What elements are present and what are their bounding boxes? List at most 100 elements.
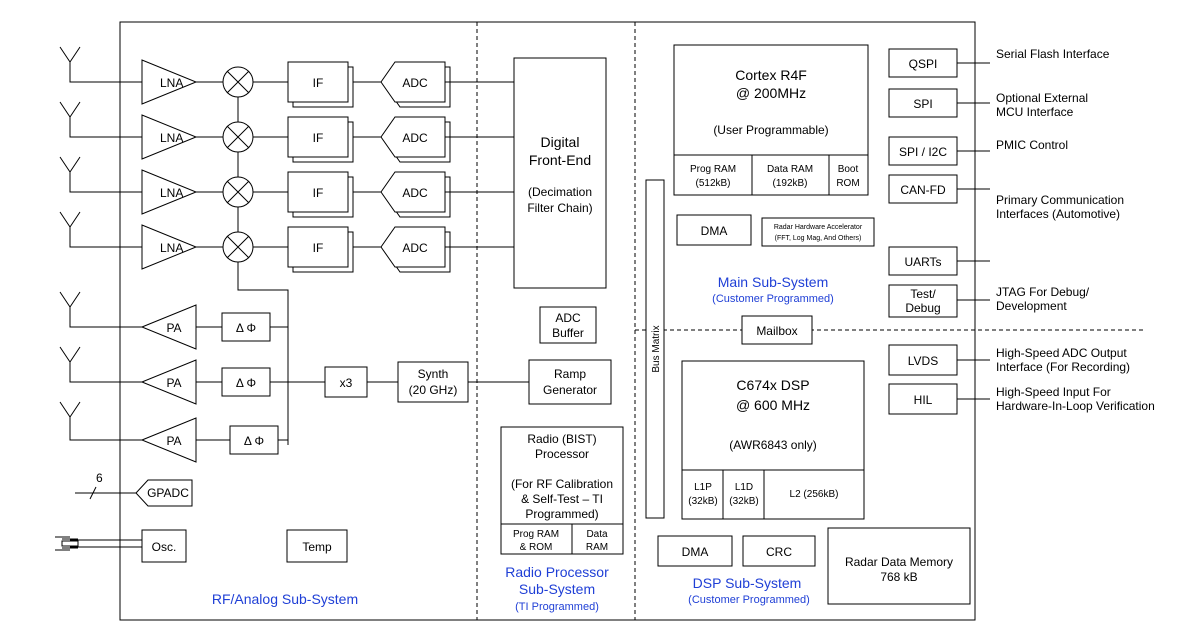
crc: CRC (742, 535, 816, 567)
dsp-l2: L2 (256kB) (790, 489, 839, 500)
test-debug-label: Debug (905, 301, 940, 315)
if-block-2: IF (287, 116, 354, 163)
dsp-subsystem-label: DSP Sub-System (693, 575, 802, 591)
adc-4: ADC (380, 226, 451, 273)
cortex-boot-rom: ROM (836, 178, 859, 189)
if-label: IF (313, 131, 324, 145)
digital-front-end: Digital Front-End (Decimation Filter Cha… (513, 57, 607, 289)
tx-antenna-2 (59, 346, 142, 383)
radar-mem-label: 768 kB (880, 570, 917, 584)
x3-label: x3 (340, 376, 353, 390)
main-dma: DMA (676, 214, 752, 246)
spi-i2c: SPI / I2C (888, 136, 990, 166)
bist-processor: Radio (BIST) Processor (For RF Calibrati… (500, 426, 624, 555)
lna-3: LNA (141, 169, 198, 215)
radar-hw-accelerator: Radar Hardware Accelerator (FFT, Log Mag… (761, 217, 875, 247)
adc-buffer-label: ADC (555, 311, 581, 325)
dsp-subsystem-label: (Customer Programmed) (688, 594, 810, 606)
mailbox: Mailbox (741, 315, 813, 345)
dsp-title: C674x DSP (736, 377, 809, 393)
if-label: IF (313, 241, 324, 255)
adc-label: ADC (402, 241, 428, 255)
hwa-label: (FFT, Log Mag, And Others) (775, 235, 862, 242)
dsp-dma: DMA (657, 535, 733, 567)
hwa-label: Radar Hardware Accelerator (774, 224, 863, 231)
adc-buffer-label: Buffer (552, 326, 584, 340)
hil-desc: Hardware-In-Loop Verification (996, 399, 1155, 413)
mixer-2 (222, 121, 254, 153)
tx-antenna-1 (59, 291, 142, 328)
ramp-generator: Ramp Generator (528, 359, 612, 405)
ramp-label: Generator (543, 383, 597, 397)
if-label: IF (313, 76, 324, 90)
qspi-desc: Serial Flash Interface (996, 47, 1110, 61)
hil: HIL (888, 383, 990, 415)
bist-desc: (For RF Calibration (511, 477, 613, 491)
pa-label: PA (166, 376, 181, 390)
lna-label: LNA (160, 76, 183, 90)
test-debug-desc: JTAG For Debug/ (996, 285, 1090, 299)
dfe-desc: Filter Chain) (527, 201, 592, 215)
gpadc: 6 GPADC (75, 471, 193, 507)
pa-label: PA (166, 321, 181, 335)
ramp-label: Ramp (554, 367, 586, 381)
rx-antenna-3 (59, 156, 142, 193)
rf-subsystem-label: RF/Analog Sub-System (212, 591, 358, 607)
lvds-label: LVDS (908, 354, 938, 368)
canfd-desc: Primary Communication (996, 193, 1124, 207)
cortex-title: Cortex R4F (735, 67, 807, 83)
bist-data-ram: RAM (586, 542, 608, 553)
synth-label: (20 GHz) (409, 383, 458, 397)
tx-antenna-3 (59, 401, 142, 441)
pa-label: PA (166, 434, 181, 448)
spi-desc: Optional External (996, 91, 1088, 105)
main-subsystem-label: (Customer Programmed) (712, 293, 834, 305)
osc-label: Osc. (152, 540, 177, 554)
mixer-3 (222, 176, 254, 208)
rx-antenna-2 (59, 101, 142, 138)
mailbox-label: Mailbox (756, 324, 797, 338)
cortex-prog-ram: Prog RAM (690, 164, 736, 175)
phase-label: Δ Φ (236, 376, 256, 390)
dsp-l1d: (32kB) (729, 496, 758, 507)
bist-desc: & Self-Test – TI (521, 492, 603, 506)
spi: SPI (888, 88, 990, 118)
if-label: IF (313, 186, 324, 200)
test-debug: Test/ Debug (888, 284, 990, 318)
lna-label: LNA (160, 186, 183, 200)
dsp-l1p: L1P (694, 482, 712, 493)
synth-label: Synth (418, 367, 449, 381)
crc-label: CRC (766, 545, 792, 559)
radar-mem-label: Radar Data Memory (845, 555, 953, 569)
canfd-label: CAN-FD (900, 183, 946, 197)
hil-label: HIL (914, 393, 933, 407)
phase-lo-links (270, 326, 325, 441)
bist-title: Radio (BIST) (527, 432, 596, 446)
qspi-label: QSPI (909, 57, 938, 71)
c674x-dsp: C674x DSP @ 600 MHz (AWR6843 only) L1P (… (681, 360, 865, 520)
bist-prog-ram: & ROM (520, 542, 553, 553)
qspi: QSPI (888, 48, 990, 78)
spi-label: SPI (913, 97, 932, 111)
if-adc-links (353, 81, 381, 248)
dsp-dma-label: DMA (682, 545, 709, 559)
rx-antenna-4 (59, 211, 142, 248)
bus-matrix: Bus Matrix (645, 179, 665, 519)
gpadc-label: GPADC (147, 486, 189, 500)
if-block-1: IF (287, 61, 354, 108)
phase-label: Δ Φ (236, 321, 256, 335)
adc-label: ADC (402, 76, 428, 90)
radar-data-memory: Radar Data Memory 768 kB (827, 527, 971, 605)
spi-i2c-label: SPI / I2C (899, 145, 947, 159)
bist-data-ram: Data (586, 529, 608, 540)
oscillator: Osc. (55, 529, 187, 563)
test-debug-desc: Development (996, 299, 1067, 313)
x3-multiplier: x3 (324, 366, 368, 398)
lo-distribution (237, 97, 289, 445)
main-subsystem-label: Main Sub-System (718, 274, 828, 290)
mixer-if-links (253, 81, 288, 248)
adc-3: ADC (380, 171, 451, 218)
lvds-desc: High-Speed ADC Output (996, 346, 1127, 360)
spi-i2c-desc: PMIC Control (996, 138, 1068, 152)
